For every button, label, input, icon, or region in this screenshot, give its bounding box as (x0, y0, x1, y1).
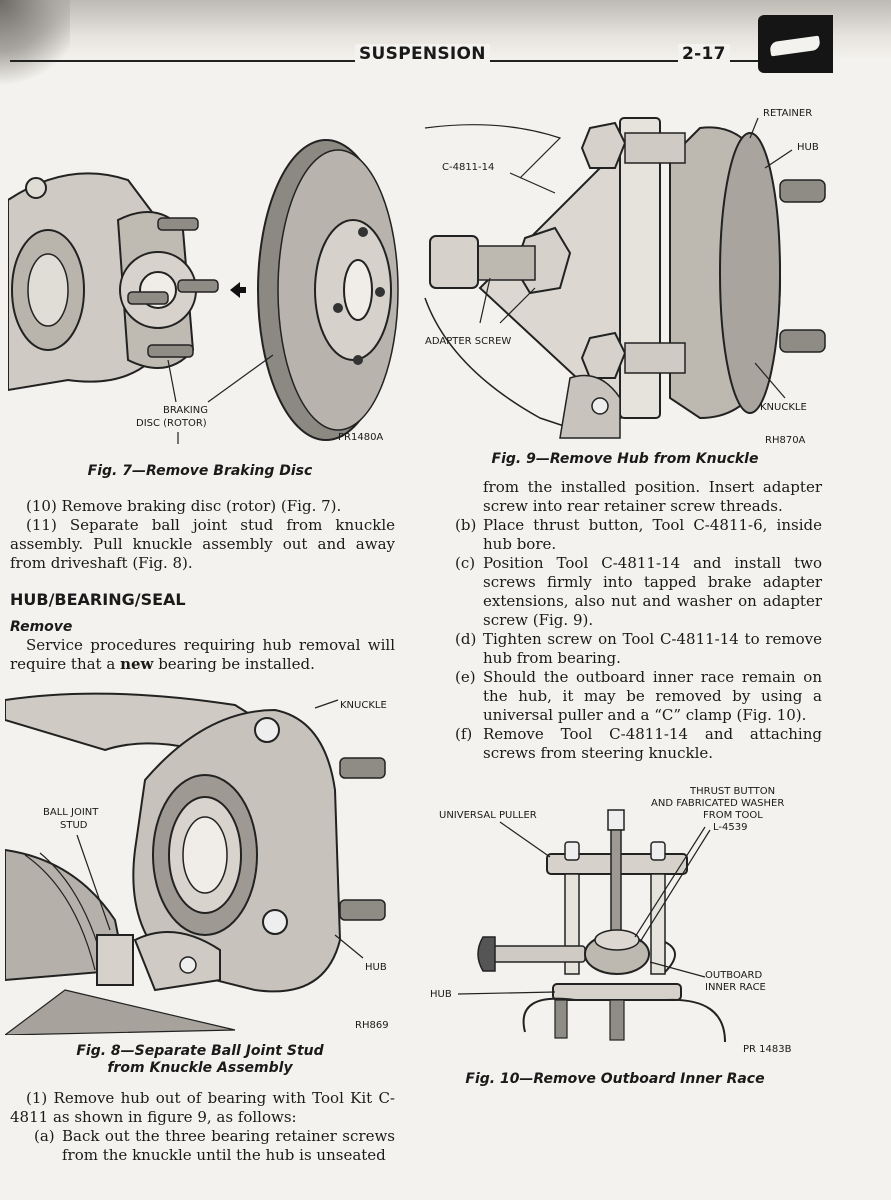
step-e: (e) Should the outboard inner race remai… (455, 668, 822, 725)
fig9-label-retainer: RETAINER (763, 108, 812, 119)
step-11: (11) Separate ball joint stud from knuck… (10, 516, 395, 572)
step-b-marker: (b) (455, 516, 477, 534)
fig7-label-disc: DISC (ROTOR) (136, 418, 207, 429)
fig9-caption: Fig. 9—Remove Hub from Knuckle (491, 451, 759, 467)
scan-corner-shadow (0, 0, 70, 90)
step-a: (a) Back out the three bearing retainer … (10, 1127, 395, 1165)
section-heading-hub-bearing-seal: HUB/BEARING/SEAL (10, 590, 186, 609)
step-b-text: Place thrust button, Tool C-4811-6, insi… (483, 516, 822, 553)
fig8-caption-line1: Fig. 8—Separate Ball Joint Stud (76, 1043, 324, 1059)
section-title: SUSPENSION (355, 44, 490, 64)
step-f: (f) Remove Tool C-4811-14 and attaching … (455, 725, 822, 763)
intro-text-after: bearing be installed. (153, 655, 315, 673)
fig8-caption: Fig. 8—Separate Ball Joint Stud from Knu… (70, 1043, 330, 1077)
step-a-continued: from the installed position. Insert adap… (483, 478, 822, 515)
left-steps-10-11: (10) Remove braking disc (rotor) (Fig. 7… (10, 497, 395, 573)
fig9-illustration: RETAINER HUB C-4811-14 ADAPTER SCREW KNU… (424, 108, 826, 446)
subsection-heading-remove: Remove (10, 619, 73, 635)
step-c-text: Position Tool C-4811-14 and install two … (483, 554, 822, 629)
fig10-label-thrust-4: L-4539 (713, 822, 747, 833)
step-d-text: Tighten screw on Tool C-4811-14 to remov… (483, 630, 822, 667)
fig8-label-ball-joint: BALL JOINT (43, 807, 99, 818)
fig8-label-hub: HUB (365, 962, 387, 973)
left-steps-1: (1) Remove hub out of bearing with Tool … (10, 1089, 395, 1165)
fig10-label-hub: HUB (430, 989, 452, 1000)
fig10-label-outboard: OUTBOARD (705, 970, 762, 981)
fig10-label-universal-puller: UNIVERSAL PULLER (439, 810, 537, 821)
step-f-text: Remove Tool C-4811-14 and attaching scre… (483, 725, 822, 762)
step-1: (1) Remove hub out of bearing with Tool … (10, 1089, 395, 1126)
step-f-marker: (f) (455, 725, 473, 743)
step-b: (b) Place thrust button, Tool C-4811-6, … (455, 516, 822, 554)
fig7-illustration: BRAKING DISC (ROTOR) PR1480A (8, 139, 399, 444)
step-a-marker: (a) (34, 1127, 55, 1145)
fig10-caption: Fig. 10—Remove Outboard Inner Race (465, 1071, 765, 1087)
remove-intro: Service procedures requiring hub removal… (10, 636, 395, 674)
intro-text-before: Service procedures requiring hub removal… (10, 636, 395, 673)
fig7-caption: Fig. 7—Remove Braking Disc (87, 463, 313, 479)
step-d-marker: (d) (455, 630, 477, 648)
fig9-label-tool: C-4811-14 (442, 162, 494, 173)
fig8-caption-line2: from Knuckle Assembly (107, 1060, 293, 1076)
step-c-marker: (c) (455, 554, 476, 572)
fig10-label-thrust-3: FROM TOOL (703, 810, 763, 821)
fig7-label-braking: BRAKING (163, 405, 208, 416)
step-10: (10) Remove braking disc (rotor) (Fig. 7… (26, 497, 342, 515)
fig7-code: PR1480A (338, 432, 383, 443)
fig10-label-thrust-1: THRUST BUTTON (689, 786, 775, 797)
fig10-label-thrust-2: AND FABRICATED WASHER (651, 798, 784, 809)
intro-text-bold: new (120, 655, 154, 673)
step-d: (d) Tighten screw on Tool C-4811-14 to r… (455, 630, 822, 668)
fig10-label-inner-race: INNER RACE (705, 982, 766, 993)
fig8-illustration: KNUCKLE BALL JOINT STUD HUB RH869 (5, 692, 389, 1035)
step-c: (c) Position Tool C-4811-14 and install … (455, 554, 822, 630)
fig8-label-stud: STUD (60, 820, 88, 831)
fig9-code: RH870A (765, 435, 806, 446)
fig9-label-hub: HUB (797, 142, 819, 153)
right-steps: from the installed position. Insert adap… (455, 478, 822, 763)
fig10-code: PR 1483B (743, 1044, 792, 1055)
page-number: 2-17 (678, 44, 730, 64)
fig10-illustration: UNIVERSAL PULLER THRUST BUTTON AND FABRI… (430, 786, 792, 1055)
fig8-code: RH869 (355, 1020, 389, 1031)
fig9-label-knuckle: KNUCKLE (760, 402, 807, 413)
section-tab-icon (758, 15, 833, 73)
step-a-text: Back out the three bearing retainer scre… (62, 1127, 395, 1164)
step-e-marker: (e) (455, 668, 476, 686)
fig8-label-knuckle: KNUCKLE (340, 700, 387, 711)
fig9-label-adapter-screw: ADAPTER SCREW (425, 336, 511, 347)
step-e-text: Should the outboard inner race remain on… (483, 668, 822, 724)
